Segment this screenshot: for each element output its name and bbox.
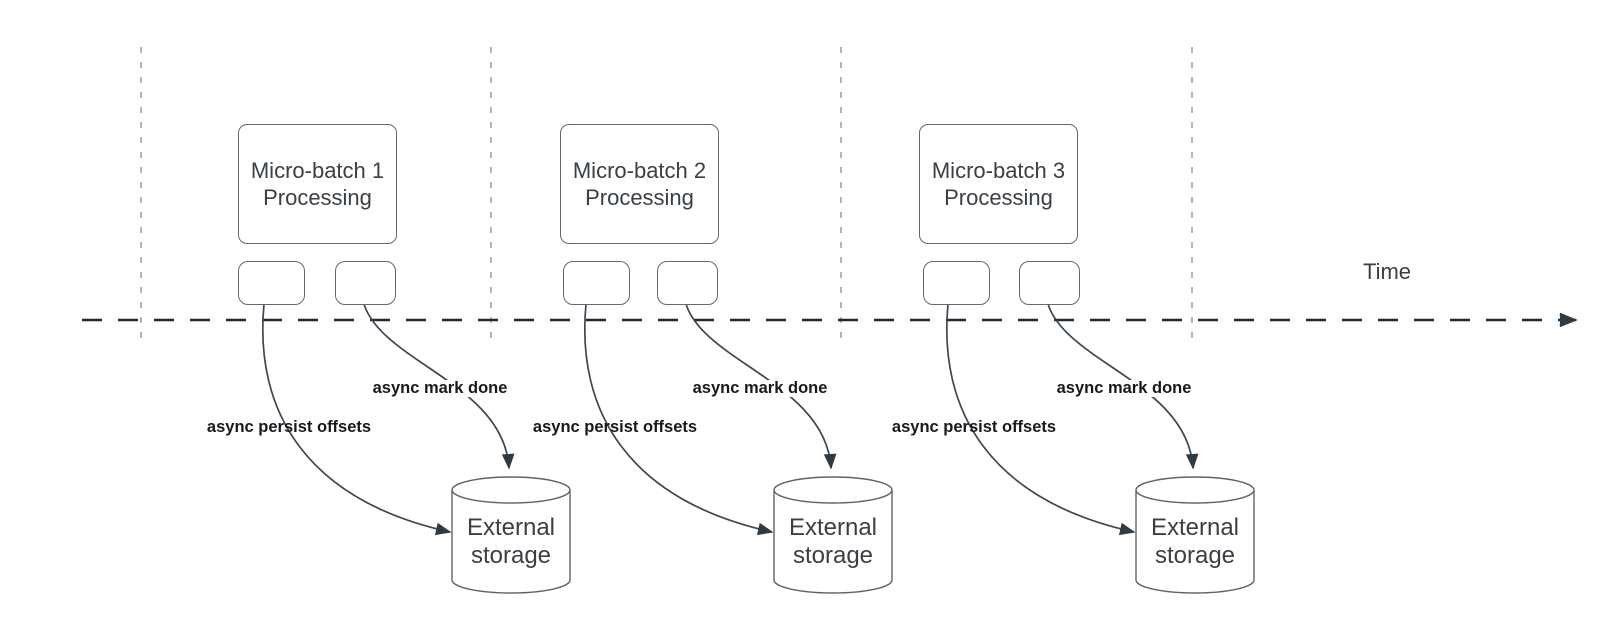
mark-done-arrow-2 [685, 303, 837, 470]
batch-2-group [584, 303, 893, 594]
external-storage-label-2: External storage [774, 514, 892, 570]
micro-batch-1-title-line1: Micro-batch 1 [250, 158, 385, 183]
micro-batch-2-box: Micro-batch 2 Processing [560, 124, 719, 244]
storage-label-line1: External [788, 514, 878, 541]
micro-batch-2-title-line1: Micro-batch 2 [572, 158, 707, 183]
persist-offsets-label-2: async persist offsets [532, 418, 698, 436]
persist-offsets-label-1: async persist offsets [206, 418, 372, 436]
storage-label-line1: External [466, 514, 556, 541]
task-box-1-left [238, 261, 305, 305]
cylinder-top-rim [1135, 489, 1255, 504]
external-storage-cylinder-3 [1135, 476, 1255, 594]
micro-batch-1-box: Micro-batch 1 Processing [238, 124, 397, 244]
mark-done-label-2: async mark done [690, 379, 830, 397]
cylinder-body [1135, 476, 1255, 594]
persist-offsets-label-3: async persist offsets [891, 418, 1057, 436]
mark-done-arrow-3 [1047, 303, 1199, 470]
mark-done-label-1: async mark done [370, 379, 510, 397]
persist-offsets-arrow-2 [584, 303, 774, 536]
storage-label-line2: storage [792, 542, 874, 569]
micro-batch-1-title-line2: Processing [263, 185, 372, 210]
cylinder-top-rim [773, 489, 893, 504]
micro-batch-3-title-line1: Micro-batch 3 [931, 158, 1066, 183]
time-label: Time [1362, 259, 1412, 284]
task-box-2-left [563, 261, 630, 305]
external-storage-label-3: External storage [1136, 514, 1254, 570]
persist-offsets-arrow-1 [262, 303, 452, 536]
storage-label-line2: storage [470, 542, 552, 569]
micro-batch-2-title-line2: Processing [585, 185, 694, 210]
task-box-1-right [335, 261, 396, 305]
task-box-3-right [1019, 261, 1080, 305]
storage-label-line1: External [1150, 514, 1240, 541]
batch-3-group [946, 303, 1255, 594]
cylinder-body [773, 476, 893, 594]
mark-done-label-3: async mark done [1054, 379, 1194, 397]
task-box-3-left [923, 261, 990, 305]
cylinder-top-rim [451, 489, 571, 504]
storage-label-line2: storage [1154, 542, 1236, 569]
micro-batch-3-box: Micro-batch 3 Processing [919, 124, 1078, 244]
micro-batch-3-title-line2: Processing [944, 185, 1053, 210]
persist-offsets-arrow-3 [946, 303, 1136, 536]
mark-done-arrow-1 [363, 303, 515, 470]
task-box-2-right [657, 261, 718, 305]
external-storage-cylinder-2 [773, 476, 893, 594]
cylinder-body [451, 476, 571, 594]
external-storage-label-1: External storage [452, 514, 570, 570]
batch-1-group [262, 303, 571, 594]
external-storage-cylinder-1 [451, 476, 571, 594]
